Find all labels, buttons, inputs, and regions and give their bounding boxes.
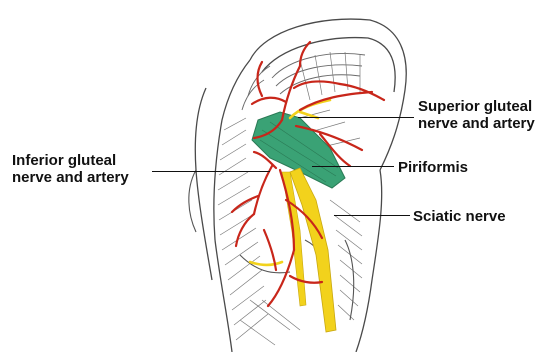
label-inferior-gluteal-line2: nerve and artery xyxy=(12,169,129,186)
leader-line-sciatic-nerve xyxy=(334,215,410,216)
leader-line-piriformis xyxy=(312,166,394,167)
label-superior-gluteal-line2: nerve and artery xyxy=(418,115,535,132)
label-piriformis: Piriformis xyxy=(398,159,468,176)
label-superior-gluteal: Superior gluteal nerve and artery xyxy=(418,98,535,132)
leader-line-inferior-gluteal xyxy=(152,171,270,172)
leader-line-superior-gluteal xyxy=(298,117,414,118)
label-superior-gluteal-line1: Superior gluteal xyxy=(418,98,535,115)
label-inferior-gluteal: Inferior gluteal nerve and artery xyxy=(12,152,129,186)
iliac-crest-bands xyxy=(242,54,365,110)
label-inferior-gluteal-line1: Inferior gluteal xyxy=(12,152,129,169)
label-sciatic-nerve: Sciatic nerve xyxy=(413,208,506,225)
